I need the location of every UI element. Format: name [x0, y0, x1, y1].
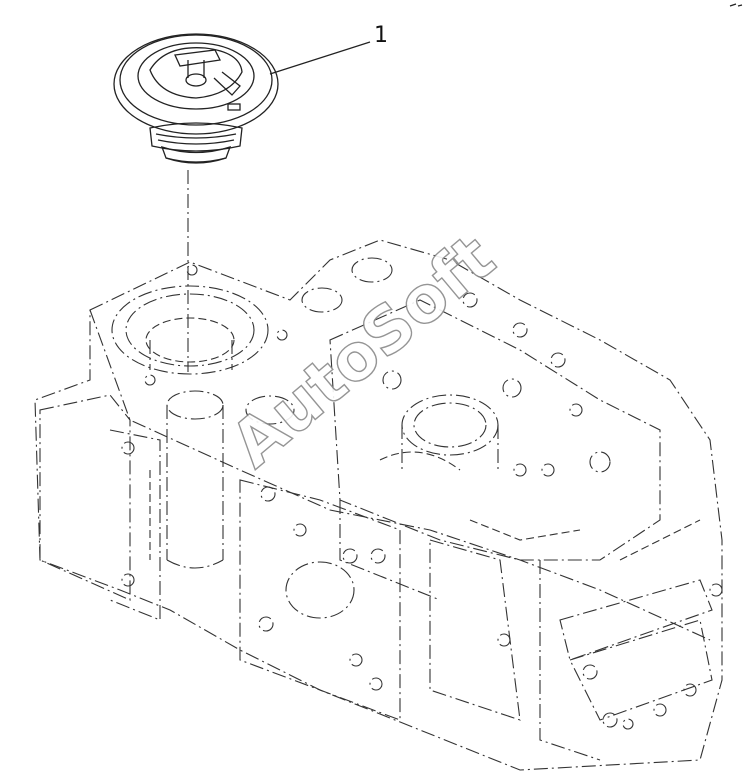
thermostat-part	[113, 33, 279, 164]
corner-mark	[729, 3, 743, 7]
callout-1: 1	[269, 23, 388, 75]
callout-number: 1	[374, 23, 388, 48]
cylinder-head	[34, 239, 723, 771]
watermark-text: AutoSoft	[218, 221, 509, 482]
